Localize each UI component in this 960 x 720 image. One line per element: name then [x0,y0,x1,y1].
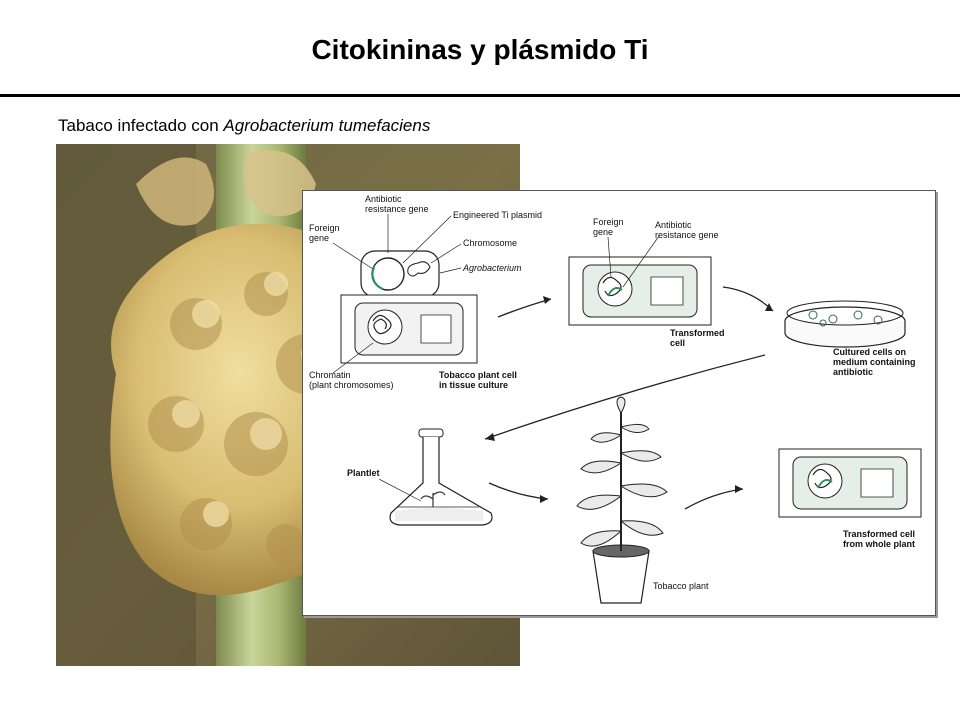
label-tobacco-plant-cell: Tobacco plant cell [439,370,517,380]
label-from-whole-plant: from whole plant [843,539,915,549]
label-engineered-ti-plasmid: Engineered Ti plasmid [453,210,542,220]
ti-plasmid-diagram: Antibiotic resistance gene Engineered Ti… [302,190,936,616]
photo-caption: Tabaco infectado con Agrobacterium tumef… [58,116,430,136]
label-chromatin: Chromatin [309,370,351,380]
label-medium: medium containing [833,357,916,367]
label-gene: gene [309,233,329,243]
arrow-step-1 [497,298,552,318]
label-in-tissue-culture: in tissue culture [439,380,508,390]
label-plantlet: Plantlet [347,468,380,478]
label-foreign: Foreign [309,223,340,233]
label-plant-chromosomes: (plant chromosomes) [309,380,394,390]
plantlet [420,491,446,507]
label-antibiotic-resistance-2: resistance gene [655,230,719,240]
label-chromosome: Chromosome [463,238,517,248]
label-cell: cell [670,338,685,348]
caption-species: Agrobacterium tumefaciens [223,116,431,135]
label-foreign-2: Foreign [593,217,624,227]
label-antibiotic: Antibiotic [365,194,402,204]
label-tobacco-plant: Tobacco plant [653,581,709,591]
agrobacterium-cell [360,250,440,298]
label-gene-2: gene [593,227,613,237]
title-divider [0,94,960,97]
label-antibiotic-medium: antibiotic [833,367,873,377]
transformed-cell [568,256,712,326]
slide-title: Citokininas y plásmido Ti [311,34,649,65]
label-antibiotic-resistance: resistance gene [365,204,429,214]
tobacco-plant-cell [340,294,478,364]
label-antibiotic-2: Antibiotic [655,220,692,230]
label-cultured-cells: Cultured cells on [833,347,906,357]
petri-dish [784,300,906,348]
chromosome-tangle [407,261,431,277]
transformed-cell-whole-plant [778,448,922,518]
arrow-step-5 [684,488,744,510]
label-agrobacterium: Agrobacterium [462,263,522,273]
tobacco-plant [576,396,668,604]
plantlet-flask [389,428,493,526]
arrow-step-3 [484,354,766,440]
label-transformed: Transformed [670,328,725,338]
label-transformed-cell: Transformed cell [843,529,915,539]
arrow-step-2 [722,286,774,312]
caption-prefix: Tabaco infectado con [58,116,224,135]
arrow-step-4 [488,482,549,500]
